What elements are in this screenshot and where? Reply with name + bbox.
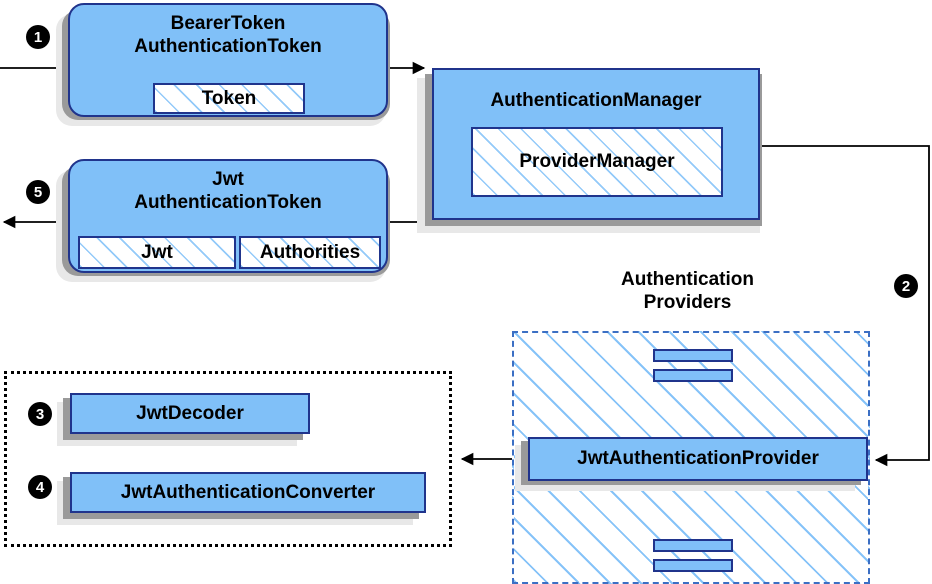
- step-marker-2-number: 2: [901, 277, 911, 295]
- jwt-authentication-token-node[interactable]: Jwt AuthenticationToken Jwt Authorities: [68, 159, 388, 273]
- jwt-authentication-provider-node[interactable]: JwtAuthenticationProvider: [528, 437, 868, 481]
- jwt-slot-label: Jwt: [141, 241, 173, 263]
- authorities-slot[interactable]: Authorities: [239, 236, 381, 269]
- provider-stack-bar-top-1: [653, 349, 733, 362]
- provider-manager-slot[interactable]: ProviderManager: [471, 127, 723, 197]
- step-marker-3-number: 3: [35, 405, 45, 423]
- jwt-slot[interactable]: Jwt: [78, 236, 236, 269]
- step-marker-1: 1: [26, 25, 50, 49]
- step-marker-1-number: 1: [33, 28, 43, 46]
- jwt-support-components-group: [4, 371, 452, 547]
- authentication-manager-node[interactable]: AuthenticationManager ProviderManager: [432, 68, 760, 220]
- jwt-authentication-provider-label: JwtAuthenticationProvider: [577, 448, 819, 469]
- provider-stack-bar-top-2: [653, 369, 733, 382]
- connector-manager-to-provider: [760, 145, 930, 467]
- token-slot-label: Token: [201, 87, 257, 109]
- provider-stack-bar-bottom-1: [653, 539, 733, 552]
- step-marker-4-number: 4: [35, 478, 45, 496]
- jwt-authentication-token-title: Jwt AuthenticationToken: [134, 169, 322, 213]
- bearer-token-authentication-token-node[interactable]: BearerToken AuthenticationToken Token: [68, 3, 388, 117]
- authentication-manager-title: AuthenticationManager: [490, 90, 702, 111]
- step-marker-2: 2: [894, 274, 918, 298]
- bearer-token-authentication-token-title: BearerToken AuthenticationToken: [134, 13, 322, 57]
- step-marker-5-number: 5: [33, 183, 43, 201]
- token-slot[interactable]: Token: [153, 83, 305, 114]
- step-marker-3: 3: [28, 402, 52, 426]
- provider-stack-bar-bottom-2: [653, 559, 733, 572]
- authentication-providers-label: Authentication Providers: [621, 269, 754, 313]
- jwt-authentication-converter-label: JwtAuthenticationConverter: [120, 481, 376, 503]
- provider-manager-label: ProviderManager: [519, 151, 675, 172]
- step-marker-4: 4: [28, 475, 52, 499]
- jwt-decoder-label: JwtDecoder: [136, 402, 244, 424]
- step-marker-5: 5: [26, 180, 50, 204]
- authorities-slot-label: Authorities: [259, 241, 361, 263]
- jwt-decoder-node[interactable]: JwtDecoder: [70, 393, 310, 434]
- jwt-authentication-converter-node[interactable]: JwtAuthenticationConverter: [70, 472, 426, 513]
